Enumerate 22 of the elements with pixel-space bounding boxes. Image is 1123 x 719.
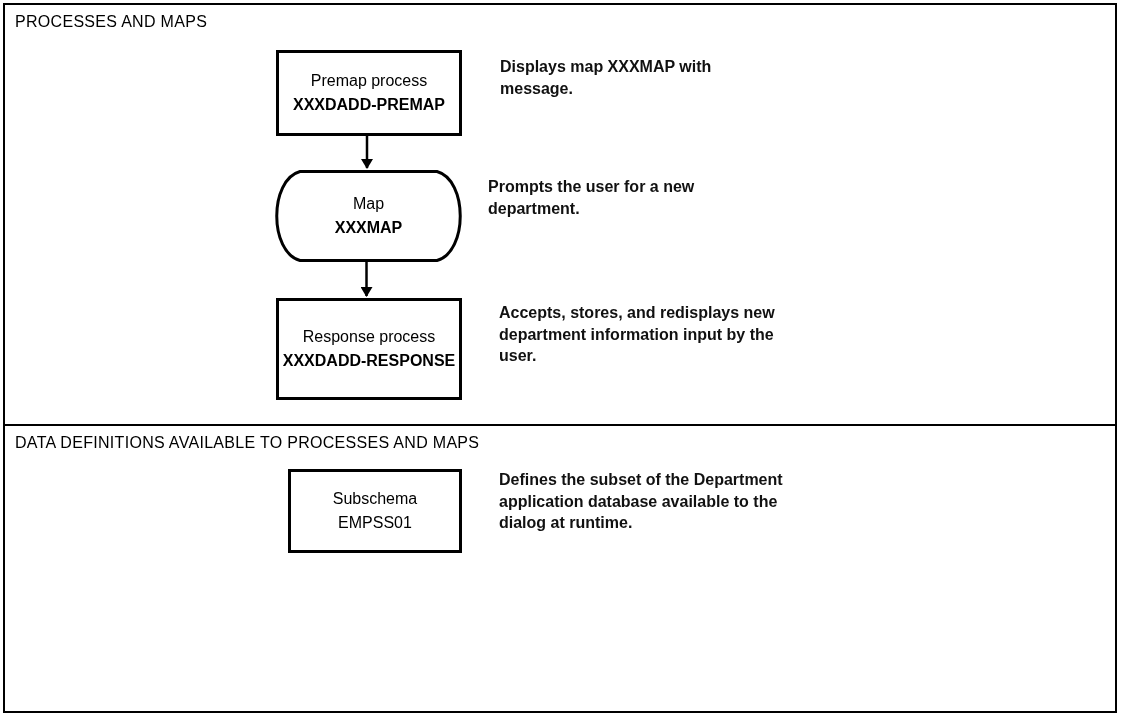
note-text: Defines the subset of the Department application database available to the dialog at runtime. [499, 470, 784, 534]
section-panel [3, 424, 1117, 713]
section-heading: DATA DEFINITIONS AVAILABLE TO PROCESSES AND MAPS [15, 434, 480, 452]
process-box [276, 298, 462, 400]
box-label: XXXDADD-RESPONSE [282, 352, 456, 370]
box-label: EMPSS01 [338, 514, 412, 532]
box-label: XXXDADD-PREMAP [293, 96, 445, 114]
section-panel [3, 3, 1117, 426]
note-text: Prompts the user for a new department. [488, 177, 696, 219]
box-title: Premap process [310, 72, 428, 90]
arrow [360, 260, 373, 297]
process-box [276, 50, 462, 136]
note-text: Displays map XXXMAP with message. [500, 57, 713, 99]
box-label: XXXMAP [334, 219, 403, 237]
note-text: Accepts, stores, and redisplays new department information input by the user. [499, 303, 776, 367]
box-title: Map [352, 195, 385, 213]
map-shape [272, 170, 465, 262]
process-box [288, 469, 462, 553]
section-heading: PROCESSES AND MAPS [15, 13, 208, 31]
box-title: Response process [302, 328, 436, 346]
arrow [361, 134, 373, 169]
box-title: Subschema [332, 490, 418, 508]
